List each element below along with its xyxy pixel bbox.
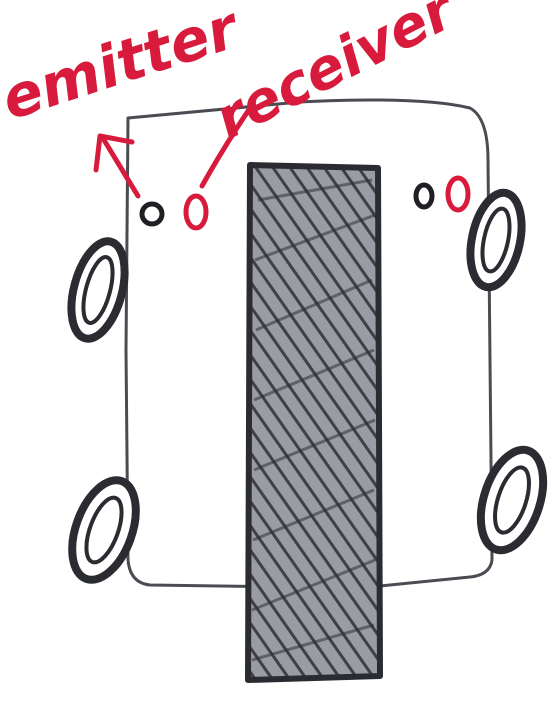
emitter-label: emitter	[0, 0, 249, 133]
left-emitter-marker	[139, 201, 165, 227]
arrow-up-icon	[93, 133, 141, 199]
wheel-icon	[67, 237, 129, 343]
receiver-label: receiver	[205, 0, 467, 152]
wheel-icon	[466, 188, 526, 292]
receiver-leader-line	[199, 105, 253, 189]
center-body	[245, 162, 383, 683]
robot-chassis-outline	[124, 98, 494, 590]
wheel-icon	[68, 476, 140, 584]
right-receiver-marker	[445, 175, 471, 213]
right-emitter-marker	[413, 182, 435, 210]
wheel-icon	[476, 445, 548, 555]
left-receiver-marker	[183, 193, 209, 231]
